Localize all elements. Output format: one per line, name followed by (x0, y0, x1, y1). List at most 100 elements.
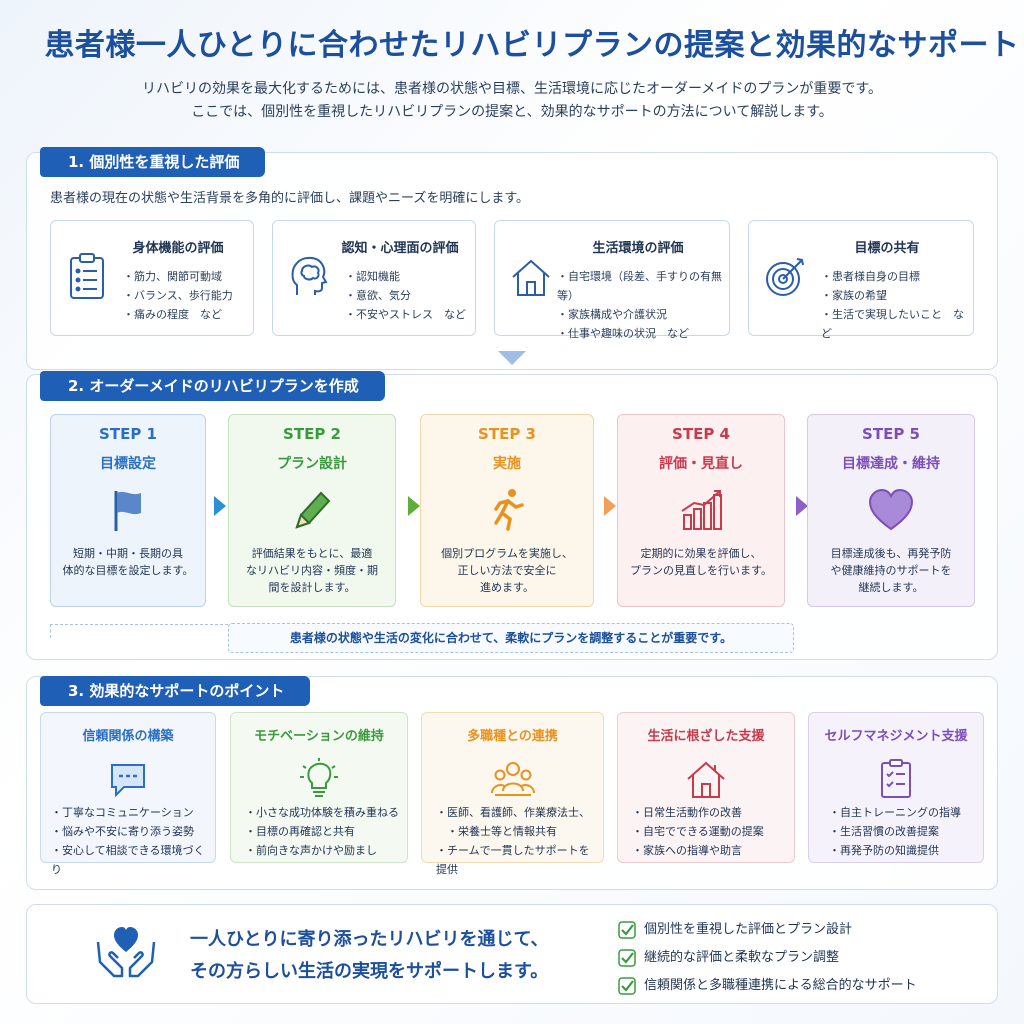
eval-card-title: 生活環境の評価 (592, 241, 684, 256)
footer-line-1: 一人ひとりに寄り添ったリハビリを通じて、 (190, 929, 549, 950)
list-item: 家族への指導や助言 (632, 841, 788, 860)
eval-card-list: 患者様自身の目標 家族の希望 生活で実現したいこと など (821, 267, 973, 343)
footer-line-2: その方らしい生活の実現をサポートします。 (190, 961, 549, 982)
hands-heart-icon (96, 927, 156, 978)
eval-card-list: 筋力、関節可動域 バランス、歩行能力 痛みの程度 など (123, 267, 233, 324)
list-item: 安心して相談できる環境づくり (51, 841, 209, 879)
clipboard-icon (70, 253, 104, 299)
heart-icon (868, 488, 914, 531)
step-number: STEP 2 (283, 425, 341, 443)
step-name: 目標達成・維持 (842, 456, 940, 472)
list-item: 目標の再確認と共有 (245, 822, 401, 841)
check-item: 信頼関係と多職種連携による総合的なサポート (618, 972, 917, 1000)
step-name: プラン設計 (277, 456, 347, 472)
lightbulb-icon (300, 758, 338, 797)
running-person-icon (494, 489, 524, 531)
list-item: 家族構成や介護状況 (557, 305, 729, 324)
intro-line-1: リハビリの効果を最大化するためには、患者様の状態や目標、生活環境に応じたオーダー… (141, 81, 883, 97)
arrow-right-icon (796, 496, 808, 516)
list-item: バランス、歩行能力 (123, 286, 233, 305)
section3-heading: 3. 効果的なサポートのポイント (40, 676, 311, 706)
list-item: 認知機能 (345, 267, 466, 286)
step-card-5: STEP 5 目標達成・維持 目標達成後も、再発予防 や健康維持のサポートを 継… (807, 414, 975, 607)
check-icon (618, 921, 636, 939)
step-desc-text: 目標達成後も、再発予防 や健康維持のサポートを 継続します。 (830, 547, 952, 594)
eval-card-title: 認知・心理面の評価 (341, 241, 459, 256)
list-item: 痛みの程度 など (123, 305, 233, 324)
check-icon (618, 977, 636, 995)
plan-note: 患者様の状態や生活の変化に合わせて、柔軟にプランを調整することが重要です。 (228, 623, 794, 653)
list-item: チームで一貫したサポートを提供 (436, 841, 597, 879)
step-card-4: STEP 4 評価・見直し 定期的に効果を評価し、 プランの見直しを行います。 (617, 414, 785, 607)
check-item: 継続的な評価と柔軟なプラン調整 (618, 944, 917, 972)
eval-card-cognitive: 認知・心理面の評価 認知機能 意欲、気分 不安やストレス など (272, 220, 476, 336)
step-number: STEP 5 (862, 425, 920, 443)
list-item: 自宅環境（段差、手すりの有無等） (557, 267, 729, 305)
intro-text: リハビリの効果を最大化するためには、患者様の状態や目標、生活環境に応じたオーダー… (0, 78, 1024, 124)
support-list: 丁寧なコミュニケーション 悩みや不安に寄り添う姿勢 安心して相談できる環境づくり (51, 803, 209, 879)
step-name: 評価・見直し (659, 456, 743, 472)
eval-card-list: 認知機能 意欲、気分 不安やストレス など (345, 267, 466, 324)
check-text: 継続的な評価と柔軟なプラン調整 (644, 950, 840, 965)
footer-message: 一人ひとりに寄り添ったリハビリを通じて、 その方らしい生活の実現をサポートします… (190, 924, 549, 988)
support-card-self-management: セルフマネジメント支援 自主トレーニングの指導 生活習慣の改善提案 再発予防の知… (808, 712, 984, 863)
support-list: 日常生活動作の改善 自宅でできる運動の提案 家族への指導や助言 (632, 803, 788, 860)
step-card-3: STEP 3 実施 個別プログラムを実施し、 正しい方法で安全に 進めます。 (420, 414, 594, 607)
support-list: 自主トレーニングの指導 生活習慣の改善提案 再発予防の知識提供 (829, 803, 977, 860)
list-item: 栄養士等と情報共有 (436, 822, 597, 841)
check-text: 個別性を重視した評価とプラン設計 (644, 922, 853, 937)
support-title: セルフマネジメント支援 (824, 729, 968, 744)
list-item: 意欲、気分 (345, 286, 466, 305)
list-item: 家族の希望 (821, 286, 973, 305)
flag-icon (114, 491, 141, 531)
eval-card-title: 身体機能の評価 (132, 241, 224, 256)
bar-chart-icon (681, 490, 722, 530)
eval-card-environment: 生活環境の評価 自宅環境（段差、手すりの有無等） 家族構成や介護状況 仕事や趣味… (494, 220, 730, 340)
support-title: 多職種との連携 (467, 729, 558, 744)
eval-card-goals: 目標の共有 患者様自身の目標 家族の希望 生活で実現したいこと など (748, 220, 974, 340)
step-desc-text: 短期・中期・長期の具 体的な目標を設定します。 (62, 547, 194, 577)
list-item: 自主トレーニングの指導 (829, 803, 977, 822)
footer-checklist: 個別性を重視した評価とプラン設計 継続的な評価と柔軟なプラン調整 信頼関係と多職… (618, 916, 917, 1000)
list-item: 不安やストレス など (345, 305, 466, 324)
list-item: 日常生活動作の改善 (632, 803, 788, 822)
list-item: 前向きな声かけや励まし (245, 841, 401, 860)
team-icon (490, 762, 535, 796)
list-item: 悩みや不安に寄り添う姿勢 (51, 822, 209, 841)
step-card-1: STEP 1 目標設定 短期・中期・長期の具 体的な目標を設定します。 (50, 414, 206, 607)
list-item: 丁寧なコミュニケーション (51, 803, 209, 822)
list-item: 筋力、関節可動域 (123, 267, 233, 286)
support-list: 医師、看護師、作業療法士、 栄養士等と情報共有 チームで一貫したサポートを提供 (436, 803, 597, 879)
support-title: モチベーションの維持 (254, 729, 384, 744)
arrow-right-icon (604, 496, 616, 516)
page-title: 患者様一人ひとりに合わせたリハビリプランの提案と効果的なサポート (44, 28, 1020, 63)
support-card-team: 多職種との連携 医師、看護師、作業療法士、 栄養士等と情報共有 チームで一貫した… (421, 712, 604, 876)
arrow-right-icon (214, 496, 226, 516)
section1-description: 患者様の現在の状態や生活背景を多角的に評価し、課題やニーズを明確にします。 (50, 191, 530, 206)
step-description: 目標達成後も、再発予防 や健康維持のサポートを 継続します。 (816, 545, 966, 596)
step-description: 個別プログラムを実施し、 正しい方法で安全に 進めます。 (429, 545, 585, 596)
target-icon (766, 258, 804, 296)
support-title: 信頼関係の構築 (82, 729, 174, 744)
support-card-motivation: モチベーションの維持 小さな成功体験を積み重ねる 目標の再確認と共有 前向きな声… (230, 712, 408, 863)
list-item: 小さな成功体験を積み重ねる (245, 803, 401, 822)
intro-line-2: ここでは、個別性を重視したリハビリプランの提案と、効果的なサポートの方法について… (191, 104, 833, 120)
support-card-trust: 信頼関係の構築 丁寧なコミュニケーション 悩みや不安に寄り添う姿勢 安心して相談… (40, 712, 216, 876)
list-item: 再発予防の知識提供 (829, 841, 977, 860)
step-description: 評価結果をもとに、最適 なリハビリ内容・頻度・期 間を設計します。 (237, 545, 387, 596)
check-icon (618, 949, 636, 967)
eval-card-title: 目標の共有 (854, 241, 920, 256)
support-list: 小さな成功体験を積み重ねる 目標の再確認と共有 前向きな声かけや励まし (245, 803, 401, 860)
down-arrow-icon (498, 351, 526, 365)
checklist-icon (881, 759, 911, 798)
list-item: 仕事や趣味の状況 など (557, 324, 729, 343)
house-icon (512, 259, 550, 296)
section2-heading: 2. オーダーメイドのリハビリプランを作成 (40, 371, 385, 401)
step-description: 定期的に効果を評価し、 プランの見直しを行います。 (626, 545, 776, 579)
list-item: 自宅でできる運動の提案 (632, 822, 788, 841)
step-number: STEP 1 (99, 425, 157, 443)
arrow-right-icon (408, 496, 420, 516)
house-icon (687, 761, 725, 798)
eval-card-list: 自宅環境（段差、手すりの有無等） 家族構成や介護状況 仕事や趣味の状況 など (557, 267, 729, 343)
step-name: 実施 (493, 456, 521, 472)
